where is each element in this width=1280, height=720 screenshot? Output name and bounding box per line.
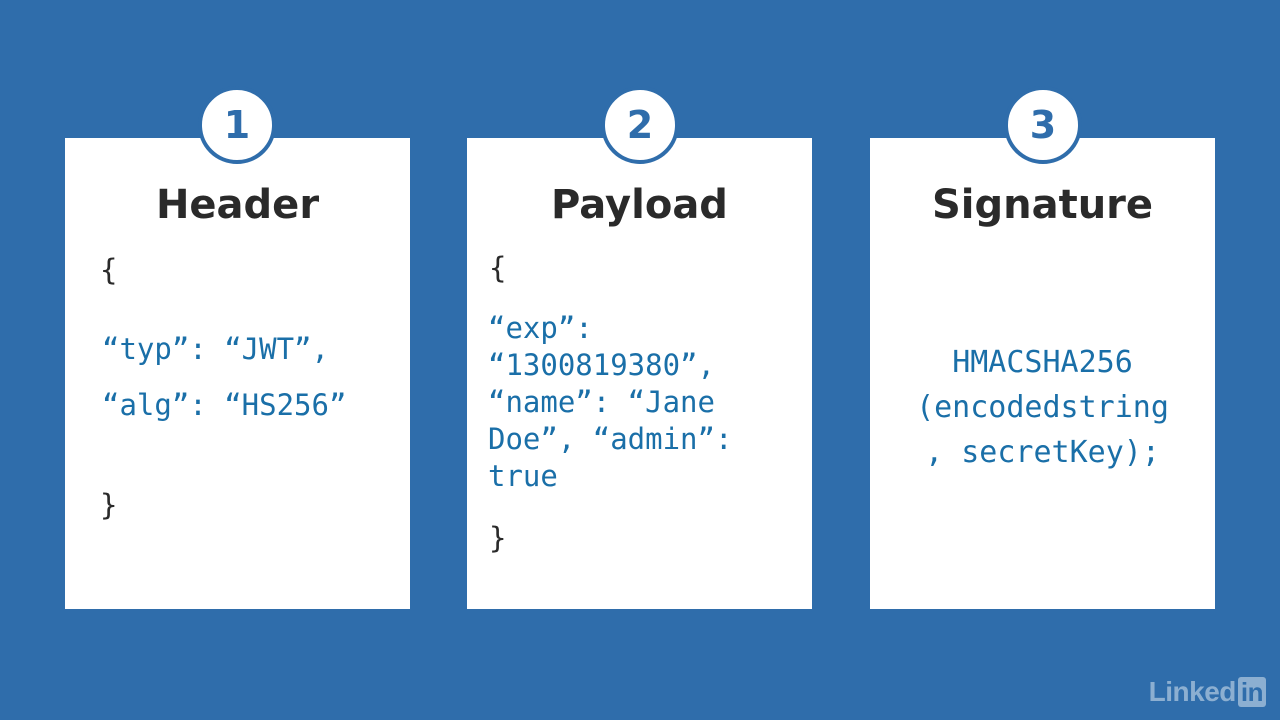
step-1-badge: 1	[198, 86, 276, 164]
step-3-badge: 3	[1004, 86, 1082, 164]
step-2-badge: 2	[601, 86, 679, 164]
header-code-line-2: “alg”: “HS256”	[102, 388, 347, 422]
signature-code-line-3: , secretKey);	[925, 435, 1160, 470]
payload-code-line-1: “exp”:	[488, 311, 593, 345]
watermark-text: Linked	[1148, 676, 1237, 707]
signature-card: Signature HMACSHA256 (encodedstring , se…	[870, 138, 1215, 609]
header-open-brace: {	[100, 253, 118, 287]
watermark-in-box: in	[1237, 677, 1266, 707]
signature-title: Signature	[931, 182, 1154, 228]
payload-title: Payload	[551, 182, 728, 228]
payload-close-brace: }	[489, 521, 507, 555]
payload-code-line-2: “1300819380”,	[488, 348, 715, 382]
payload-code-line-4: Doe”, “admin”:	[488, 422, 733, 456]
signature-code-line-2: (encodedstring	[916, 390, 1169, 425]
header-close-brace: }	[100, 488, 118, 522]
header-title: Header	[155, 182, 320, 228]
payload-open-brace: {	[489, 251, 507, 285]
header-card: Header { “typ”: “JWT”, “alg”: “HS256” }	[65, 138, 410, 609]
signature-code-line-1: HMACSHA256	[952, 345, 1133, 380]
payload-code-line-3: “name”: “Jane	[488, 385, 715, 419]
payload-code-line-5: true	[488, 459, 558, 493]
header-code-line-1: “typ”: “JWT”,	[102, 332, 329, 366]
payload-card: Payload { “exp”: “1300819380”, “name”: “…	[467, 138, 812, 609]
